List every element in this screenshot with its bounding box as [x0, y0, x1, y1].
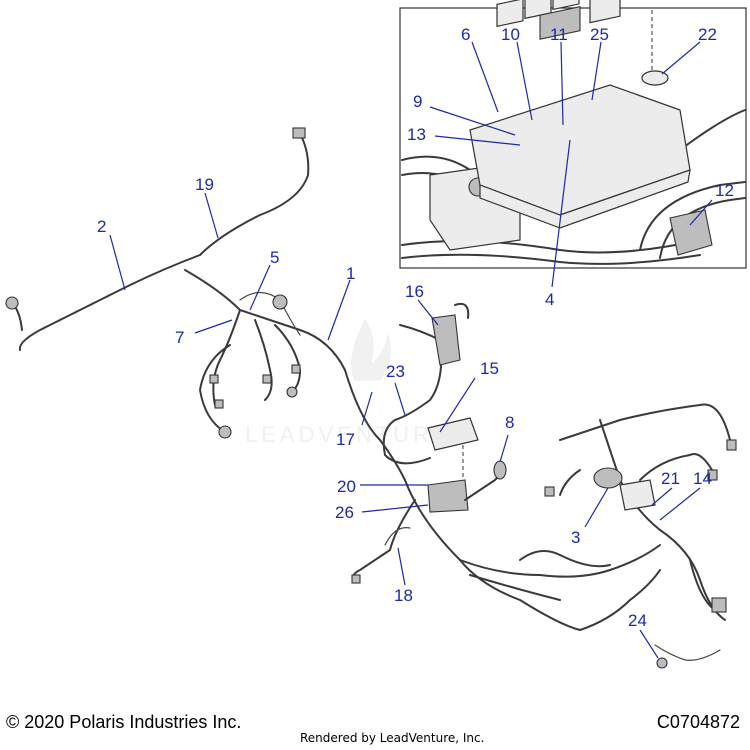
callout-12: 12 [715, 181, 734, 200]
callout-6: 6 [461, 25, 470, 44]
callout-7: 7 [175, 328, 184, 347]
callout-1: 1 [346, 264, 355, 283]
callout-leaders [109, 41, 713, 659]
callout-13: 13 [407, 125, 426, 144]
callout-24: 24 [628, 611, 647, 630]
callout-23: 23 [386, 362, 405, 381]
callout-18: 18 [394, 586, 413, 605]
callout-8: 8 [505, 413, 514, 432]
callout-10: 10 [501, 25, 520, 44]
callout-11: 11 [550, 25, 568, 44]
callout-26: 26 [335, 503, 354, 522]
callout-4: 4 [545, 290, 554, 309]
callout-17: 17 [336, 430, 355, 449]
callout-5: 5 [270, 248, 279, 267]
callout-22: 22 [698, 25, 717, 44]
callout-19: 19 [195, 175, 214, 194]
svg-text:LEADVENTURE: LEADVENTURE [245, 422, 452, 447]
copyright-notice: © 2020 Polaris Industries Inc. [6, 712, 242, 732]
callout-20: 20 [337, 477, 356, 496]
callout-25: 25 [590, 25, 609, 44]
fuse-box-inset [399, 0, 747, 269]
callout-labels: 1 2 3 4 5 6 7 8 9 10 11 12 13 14 15 16 1… [97, 25, 734, 630]
callout-3: 3 [571, 528, 580, 547]
callout-21: 21 [661, 469, 680, 488]
rendered-by-credit: Rendered by LeadVenture, Inc. [300, 731, 485, 745]
callout-14: 14 [693, 469, 712, 488]
callout-15: 15 [480, 359, 499, 378]
diagram-code: C0704872 [656, 712, 740, 732]
leadventure-watermark-logo: LEADVENTURE [245, 318, 452, 447]
callout-2: 2 [97, 217, 106, 236]
main-wire-harness [5, 127, 737, 669]
callout-9: 9 [413, 92, 422, 111]
callout-16: 16 [405, 282, 424, 301]
